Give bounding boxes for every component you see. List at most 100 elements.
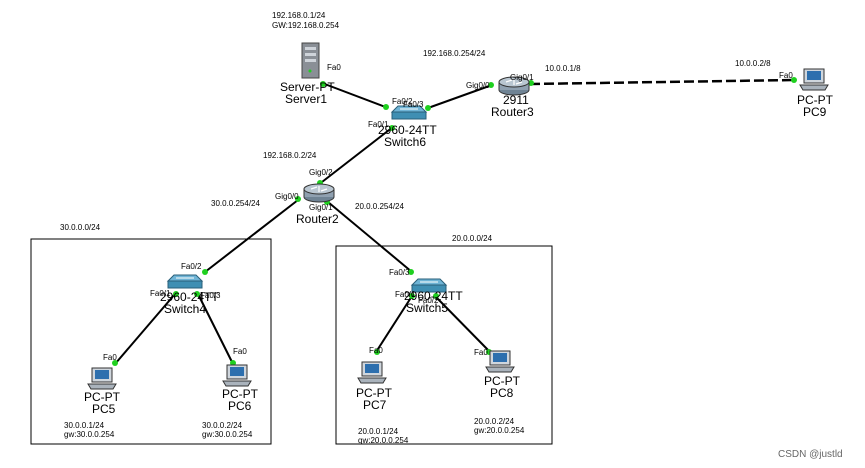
port-label-pc9-fa0: Fa0 xyxy=(779,71,793,80)
cable-router2-switch5[interactable] xyxy=(327,201,413,273)
switch5-type: 2960-24TT xyxy=(404,289,463,303)
pc6-name: PC6 xyxy=(228,399,252,413)
pc6-gw: gw:30.0.0.254 xyxy=(202,430,253,439)
server1-device[interactable]: Server-PT Server1 xyxy=(280,42,335,106)
pc8-type: PC-PT xyxy=(484,374,521,388)
port-label-sw4-fa03: Fa0/3 xyxy=(200,291,221,300)
pc9-ip: 10.0.0.2/8 xyxy=(735,59,771,68)
pc8-gw: gw:20.0.0.254 xyxy=(474,426,525,435)
pc9-device[interactable]: PC-PT PC9 xyxy=(797,68,834,119)
link-light xyxy=(202,269,208,275)
link-light xyxy=(408,269,414,275)
pc9-type: PC-PT xyxy=(797,93,834,107)
cable-switch6-router3[interactable] xyxy=(427,84,493,109)
pc5-device[interactable]: PC-PT PC5 xyxy=(84,367,121,416)
server1-gw: GW:192.168.0.254 xyxy=(272,21,340,30)
switch5-device[interactable]: 2960-24TT Switch5 xyxy=(404,278,463,315)
pc8-device[interactable]: PC-PT PC8 xyxy=(484,350,521,400)
switch6-name: Switch6 xyxy=(384,135,426,149)
cable-router3-pc9[interactable] xyxy=(529,78,796,86)
port-label-pc6-fa0: Fa0 xyxy=(233,347,247,356)
port-label-r2-gig02: Gig0/2 xyxy=(309,168,333,177)
pc5-name: PC5 xyxy=(92,402,116,416)
link-label-r2-gig02: 192.168.0.2/24 xyxy=(263,151,317,160)
link-label-r3-gig00: 192.168.0.254/24 xyxy=(423,49,486,58)
pc6-ip: 30.0.0.2/24 xyxy=(202,421,243,430)
port-label-r3-gig00: Gig0/0 xyxy=(466,81,490,90)
port-label-sw6-fa01: Fa0/1 xyxy=(368,120,389,129)
switch6-type: 2960-24TT xyxy=(378,123,437,137)
pc-icon xyxy=(222,364,252,387)
router3-name: Router3 xyxy=(491,105,534,119)
cable-switch5-pc8[interactable] xyxy=(434,295,491,353)
area-label-right: 20.0.0.0/24 xyxy=(452,234,493,243)
pc-icon xyxy=(799,68,829,91)
pc6-type: PC-PT xyxy=(222,387,259,401)
server1-type: Server-PT xyxy=(280,80,335,94)
port-label-sw5-fa02: Fa0/2 xyxy=(418,296,439,305)
link-light xyxy=(409,293,415,299)
pc5-gw: gw:30.0.0.254 xyxy=(64,430,115,439)
subnet-area-right xyxy=(335,245,553,445)
pc-icon xyxy=(87,367,117,390)
switch4-type: 2960-24TT xyxy=(160,290,219,304)
pc5-type: PC-PT xyxy=(84,390,121,404)
pc-icon xyxy=(357,361,387,384)
cable-switch4-pc5[interactable] xyxy=(114,293,176,365)
router3-device[interactable]: 2911 Router3 xyxy=(491,76,534,119)
server-icon xyxy=(301,42,320,79)
cable-server1-switch6[interactable] xyxy=(321,82,389,109)
link-light xyxy=(433,293,439,299)
router-icon xyxy=(498,76,530,96)
link-light xyxy=(320,81,326,87)
port-label-r2-gig00: Gig0/0 xyxy=(275,192,299,201)
cable-switch4-pc6[interactable] xyxy=(197,293,234,365)
cable-router2-switch4[interactable] xyxy=(204,199,299,273)
pc-icon xyxy=(485,350,515,373)
link-label-r2-gig00: 30.0.0.254/24 xyxy=(211,199,260,208)
port-label-sw4-fa01: Fa0/1 xyxy=(150,289,171,298)
link-light xyxy=(425,105,431,111)
watermark: CSDN @justld xyxy=(778,449,843,460)
link-light xyxy=(112,360,118,366)
switch-icon xyxy=(390,105,428,120)
link-light xyxy=(488,82,494,88)
switch5-name: Switch5 xyxy=(406,301,448,315)
area-label-left: 30.0.0.0/24 xyxy=(60,223,101,232)
port-label-sw6-fa02: Fa0/2 xyxy=(392,97,413,106)
switch4-device[interactable]: 2960-24TT Switch4 xyxy=(160,274,219,316)
port-label-pc7-fa0: Fa0 xyxy=(369,346,383,355)
pc7-device[interactable]: PC-PT PC7 xyxy=(356,361,393,412)
switch-icon xyxy=(410,278,448,293)
port-label-sw5-fa01: Fa0/1 xyxy=(395,290,416,299)
port-label-sw5-fa03: Fa0/3 xyxy=(389,268,410,277)
server1-ip: 192.168.0.1/24 xyxy=(272,11,326,20)
pc7-ip: 20.0.0.1/24 xyxy=(358,427,399,436)
link-light xyxy=(383,104,389,110)
pc8-ip: 20.0.0.2/24 xyxy=(474,417,515,426)
switch6-device[interactable]: 2960-24TT Switch6 xyxy=(378,105,437,149)
pc7-gw: gw:20.0.0.254 xyxy=(358,436,409,445)
pc7-name: PC7 xyxy=(363,398,387,412)
port-label-server-fa0: Fa0 xyxy=(327,63,341,72)
port-label-r3-gig01: Gig0/1 xyxy=(510,73,534,82)
server1-name: Server1 xyxy=(285,92,327,106)
cable-switch5-pc7[interactable] xyxy=(375,295,413,353)
port-label-pc5-fa0: Fa0 xyxy=(103,353,117,362)
pc9-name: PC9 xyxy=(803,105,827,119)
port-label-sw6-fa03: Fa0/3 xyxy=(403,100,424,109)
link-light xyxy=(389,125,395,131)
router3-type: 2911 xyxy=(503,93,529,107)
pc8-name: PC8 xyxy=(490,386,514,400)
port-label-sw4-fa02: Fa0/2 xyxy=(181,262,202,271)
pc6-device[interactable]: PC-PT PC6 xyxy=(222,364,259,413)
link-light xyxy=(173,291,179,297)
port-label-pc8-fa0: Fa0 xyxy=(474,348,488,357)
link-light xyxy=(295,196,301,202)
cable-switch6-router2[interactable] xyxy=(321,126,394,183)
switch4-name: Switch4 xyxy=(164,302,206,316)
subnet-area-left xyxy=(30,238,272,445)
router2-device[interactable]: Router2 xyxy=(296,183,339,226)
